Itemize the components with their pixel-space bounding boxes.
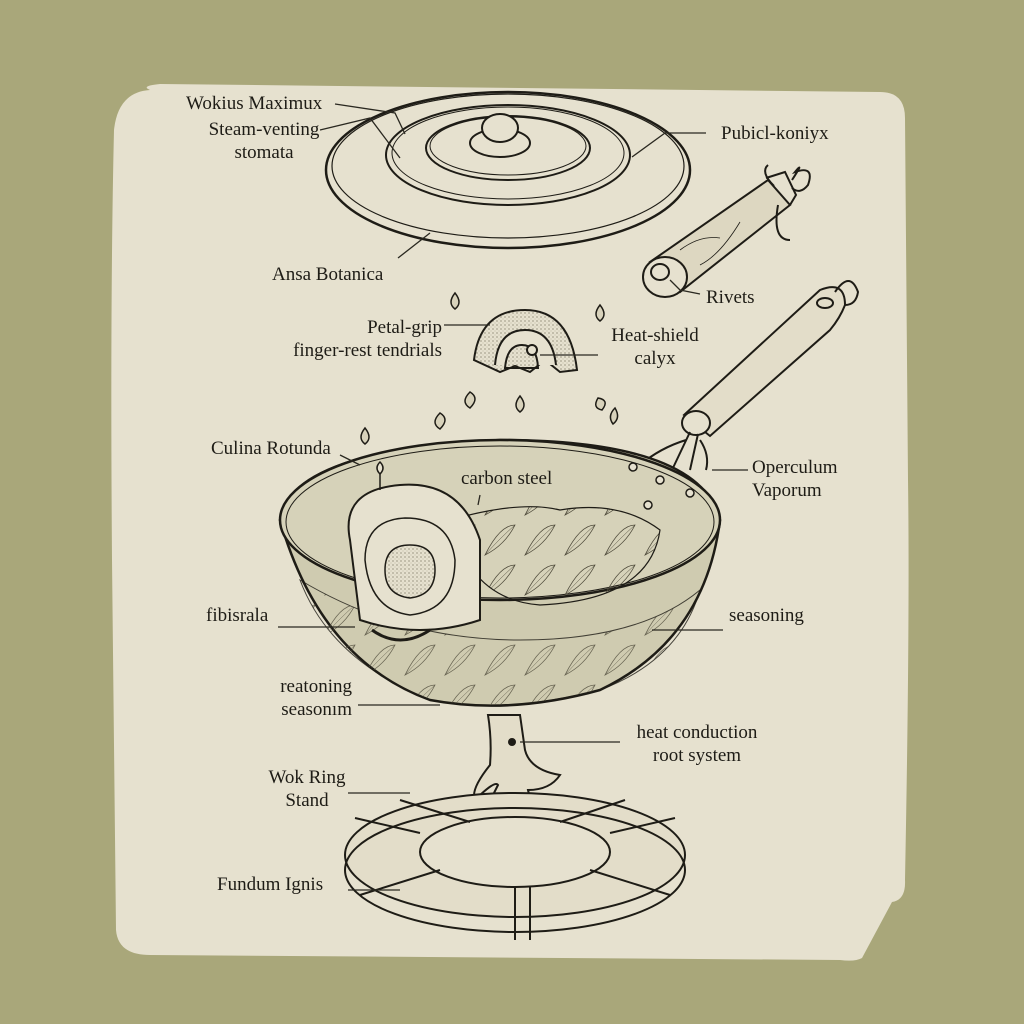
- label-steam-venting-stomata: Steam-venting stomata: [196, 118, 332, 164]
- label-line: Vaporum: [752, 480, 822, 501]
- label-line: root system: [652, 745, 742, 766]
- label-line: Operculum: [752, 457, 838, 478]
- label-fibisrala: fibisrala: [206, 605, 269, 626]
- label-operculum-vaporum: Operculum Vaporum: [752, 456, 837, 502]
- label-wokius-maximux: Wokius Maximux: [186, 93, 323, 114]
- label-ansa-botanica: Ansa Botanica: [272, 264, 384, 285]
- label-heat-shield-calyx: Heat-shield calyx: [596, 324, 714, 370]
- label-reatoning-seasonim: reatoning seasonım: [260, 675, 352, 721]
- heat-shield-calyx-illustration: [472, 308, 579, 374]
- label-line: heat conduction: [636, 722, 758, 743]
- label-line: finger-rest tendrials: [293, 340, 442, 361]
- detached-handle-illustration: [642, 164, 811, 298]
- seed-droplets: [360, 291, 619, 445]
- label-line: reatoning: [280, 676, 352, 697]
- label-wok-ring-stand: Wok Ring Stand: [262, 766, 352, 812]
- long-handle-illustration: [639, 280, 860, 471]
- label-line: Stand: [285, 790, 329, 811]
- label-line: stomata: [234, 142, 294, 163]
- label-line: Petal-grip: [367, 317, 442, 338]
- label-rivets: Rivets: [706, 287, 755, 308]
- label-fundum-ignis: Fundum Ignis: [217, 874, 324, 895]
- lid-illustration: [324, 90, 692, 250]
- label-line: Heat-shield: [611, 325, 699, 346]
- label-heat-conduction-root-system: heat conduction root system: [624, 721, 770, 767]
- label-petal-grip: Petal-grip finger-rest tendrials: [270, 316, 442, 362]
- label-pubicl-koniyx: Pubicl-koniyx: [721, 123, 829, 144]
- label-culina-rotunda: Culina Rotunda: [211, 438, 331, 459]
- leader-lines: [278, 103, 748, 891]
- ring-stand-illustration: [344, 792, 686, 940]
- label-line: calyx: [634, 348, 676, 369]
- label-seasoning: seasoning: [729, 605, 804, 626]
- label-carbon-steel: carbon steel: [461, 468, 553, 489]
- wok-bowl-illustration: [278, 438, 722, 707]
- label-line: Steam-venting: [208, 119, 320, 140]
- label-line: Wok Ring: [268, 767, 346, 788]
- label-line: seasonım: [281, 699, 352, 720]
